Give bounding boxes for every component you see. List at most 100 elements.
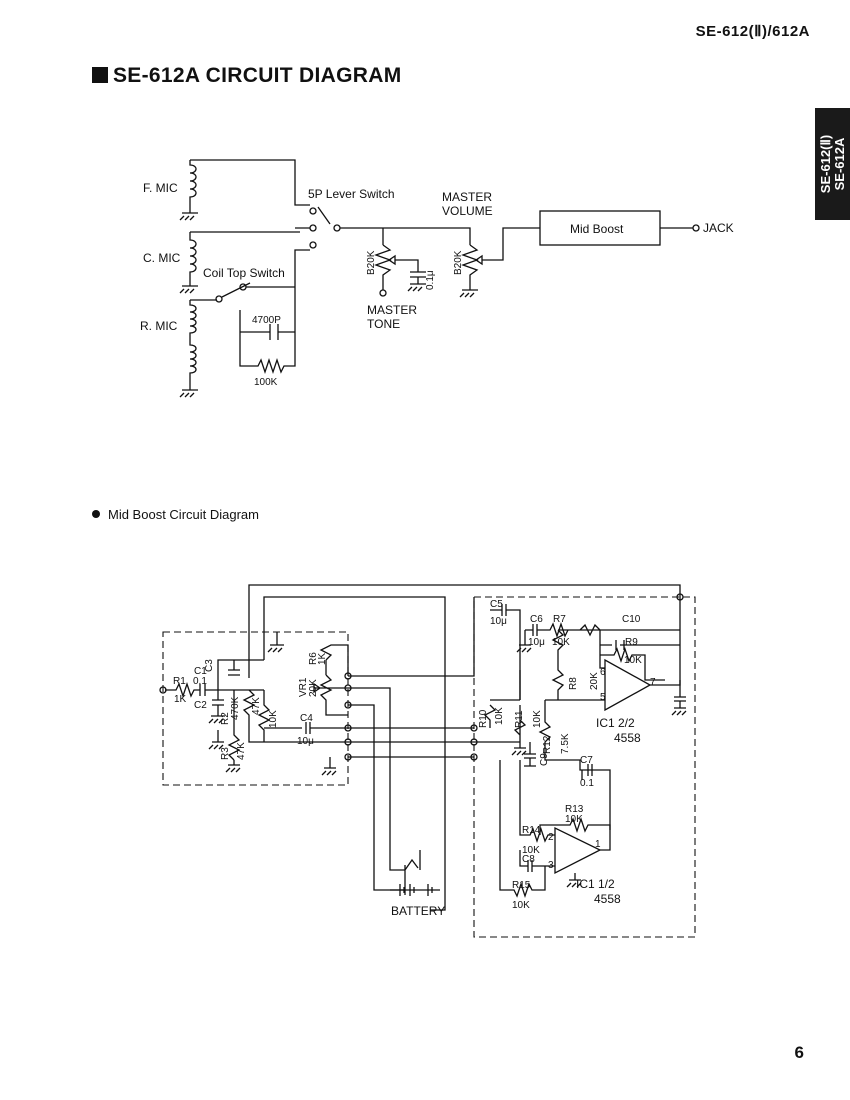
r2-value: 470K (230, 696, 241, 720)
cap-4700p-label: 4700P (252, 315, 281, 326)
c1-label: C1 (194, 666, 207, 677)
lower-opamp-network (499, 760, 611, 899)
r-mic-wires (179, 299, 217, 398)
r8-value: 20K (589, 672, 600, 690)
r12-value: 7.5K (560, 733, 571, 754)
c3-label: C3 (204, 659, 215, 672)
coil-tap-switch-label: Coil Top Switch (203, 266, 285, 280)
c10-label: C10 (622, 614, 641, 625)
c6-label: C6 (530, 614, 543, 625)
c4-label: C4 (300, 713, 313, 724)
input-terminal (159, 686, 167, 694)
r-mic-label: R. MIC (140, 319, 178, 333)
upper-opamp (604, 658, 652, 712)
r3-label: R3 (220, 747, 231, 760)
r2-label: R2 (220, 712, 231, 725)
c-mic-label: C. MIC (143, 251, 181, 265)
r10-value: 10K (494, 707, 505, 725)
top-bus-wires (248, 584, 681, 911)
terminal-5 (344, 738, 352, 746)
c5-label: C5 (490, 599, 503, 610)
r10-label: R10 (478, 709, 489, 728)
r14-label: R14 (522, 825, 541, 836)
r11-value: 10K (532, 710, 543, 728)
f-mic-wires (179, 159, 310, 221)
r-mic-coil (189, 300, 197, 390)
lever-switch-lever (317, 206, 331, 225)
r14-value: 10K (522, 845, 540, 856)
r5-value: 10K (268, 710, 279, 728)
r8-label: R8 (568, 677, 579, 690)
model-header: SE-612(Ⅱ)/612A (695, 23, 810, 40)
master-tone-pot (374, 244, 426, 292)
vr1-value: 20K (308, 679, 319, 697)
battery-label: BATTERY (391, 904, 445, 918)
jack-label: JACK (703, 221, 734, 235)
page-number: 6 (794, 1043, 804, 1062)
top-right-terminal (676, 593, 684, 601)
output-jack (404, 850, 421, 895)
c4-value: 10μ (297, 736, 314, 747)
main-circuit-diagram: F. MIC C. MIC R. MIC 5P Lever Switch Coi… (140, 159, 734, 398)
mid-boost-heading: Mid Boost Circuit Diagram (92, 507, 259, 522)
tone-cap-value: 0.1μ (425, 270, 436, 290)
master-volume-label-2: VOLUME (442, 204, 493, 218)
r7-value: 10K (552, 637, 570, 648)
vr1-label: VR1 (298, 677, 309, 697)
page-title-text: SE-612A CIRCUIT DIAGRAM (113, 64, 402, 87)
master-tone-label-2: TONE (367, 317, 400, 331)
r11-label: R11 (514, 710, 525, 728)
terminal-2 (344, 684, 352, 692)
c9-network (524, 742, 536, 767)
lever-switch-contact-3 (309, 241, 317, 249)
master-volume-pot (459, 227, 540, 298)
coil-tap-switch-pivot (215, 295, 223, 303)
r15-value: 10K (512, 900, 530, 911)
lever-switch-wires (240, 227, 471, 245)
title-square-bullet (92, 67, 108, 83)
vr1-r6-network (313, 644, 349, 716)
r9-label: R9 (625, 637, 638, 648)
terminal-7 (470, 724, 478, 732)
c-mic-wires (179, 231, 240, 294)
lever-switch-label: 5P Lever Switch (308, 187, 395, 201)
page-title: SE-612A CIRCUIT DIAGRAM (92, 64, 401, 88)
c8-label: C8 (522, 854, 535, 865)
r13-value: 10K (565, 814, 583, 825)
input-network (165, 659, 348, 761)
c1-value: 0.1 (193, 676, 207, 687)
r12-network (538, 700, 611, 830)
preamp-ground-network (208, 690, 348, 773)
r6-value: 1K (317, 652, 328, 665)
r9-value: 10K (624, 655, 642, 666)
ic-upper-part: 4558 (614, 731, 641, 745)
master-tone-pot-value: B20K (366, 250, 377, 275)
side-tab: SE-612(Ⅱ)SE-612A (815, 108, 850, 220)
terminal-3 (344, 701, 352, 709)
pin7-label: 7 (650, 677, 656, 688)
terminal-6 (344, 753, 352, 761)
r6-label: R6 (308, 652, 319, 665)
mid-boost-label: Mid Boost (570, 222, 624, 236)
interboard-wires (321, 597, 475, 891)
r1-label: R1 (173, 676, 186, 687)
master-volume-pot-value: B20K (453, 250, 464, 275)
r12-label: R12 (542, 735, 553, 754)
pin5-label: 5 (600, 692, 606, 703)
c6-r7-network (516, 621, 569, 653)
f-mic-coil (189, 160, 197, 205)
master-volume-label-1: MASTER (442, 190, 492, 204)
master-tone-terminal (379, 289, 387, 297)
terminal-9 (470, 753, 478, 761)
r3-value: 47K (236, 742, 247, 760)
c9-label: C9 (539, 753, 550, 766)
coil-tap-wiring (239, 249, 310, 375)
terminal-4 (344, 724, 352, 732)
bullet-dot (92, 510, 100, 518)
output-cap (671, 680, 687, 716)
c6-value: 10μ (528, 637, 545, 648)
pin2-label: 2 (548, 832, 554, 843)
jack-terminal (692, 224, 700, 232)
r1-value: 1K (174, 694, 187, 705)
